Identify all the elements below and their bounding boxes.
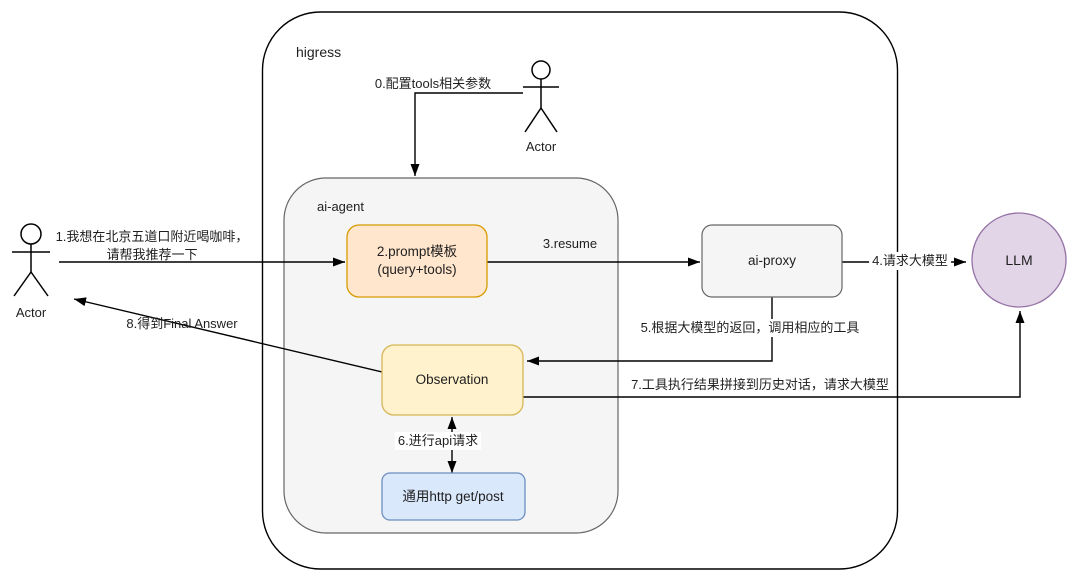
edge-8-arrow — [73, 297, 383, 373]
edge-4-label: 4.请求大模型 — [869, 252, 951, 270]
node-observation-box — [381, 344, 524, 416]
edge-6-label: 6.进行api请求 — [394, 432, 482, 450]
node-ai-proxy-box — [701, 224, 843, 298]
actor-top-figure — [523, 60, 559, 133]
edge-0-label: 0.配置tools相关参数 — [374, 76, 492, 91]
edge-7-arrow — [523, 311, 1025, 398]
actor-left-leg-left — [13, 271, 32, 297]
actor-left-leg-right — [30, 271, 49, 297]
actor-left-figure — [12, 223, 50, 297]
node-observation-label: Observation — [415, 372, 489, 387]
edge-5-arrow — [527, 297, 773, 366]
actor-top-head — [531, 60, 551, 80]
node-http-label: 通用http get/post — [402, 489, 504, 504]
edge-0-arrow — [410, 92, 523, 176]
ai-agent-label: ai-agent — [317, 199, 364, 214]
actor-top-leg-left — [524, 107, 542, 133]
edge-1-label: 1.我想在北京五道口附近喝咖啡， 请帮我推荐一下 — [56, 228, 249, 264]
node-llm-circle — [971, 212, 1067, 308]
actor-top-label: Actor — [525, 139, 557, 154]
node-prompt-box — [346, 224, 488, 298]
higress-label: higress — [296, 44, 342, 60]
edge-8-label: 8.得到Final Answer — [126, 316, 238, 331]
edge-3-label: 3.resume — [542, 236, 598, 251]
actor-left-head — [20, 223, 42, 245]
edge-5-label: 5.根据大模型的返回，调用相应的工具 — [637, 319, 863, 337]
actor-top-leg-right — [540, 107, 558, 133]
node-llm-label: LLM — [1005, 252, 1033, 268]
node-ai-proxy-label: ai-proxy — [747, 253, 797, 268]
node-prompt-label-line1: 2.prompt模板 — [376, 244, 458, 259]
node-http-box — [381, 472, 526, 521]
edge-1-label-line1: 1.我想在北京五道口附近喝咖啡， — [55, 229, 249, 244]
node-prompt-label-line2: (query+tools) — [377, 262, 457, 277]
edge-7-label: 7.工具执行结果拼接到历史对话，请求大模型 — [631, 377, 889, 392]
edge-1-label-line2: 请帮我推荐一下 — [106, 247, 198, 262]
actor-left-label: Actor — [15, 305, 47, 320]
node-prompt-label: 2.prompt模板 (query+tools) — [377, 243, 457, 279]
